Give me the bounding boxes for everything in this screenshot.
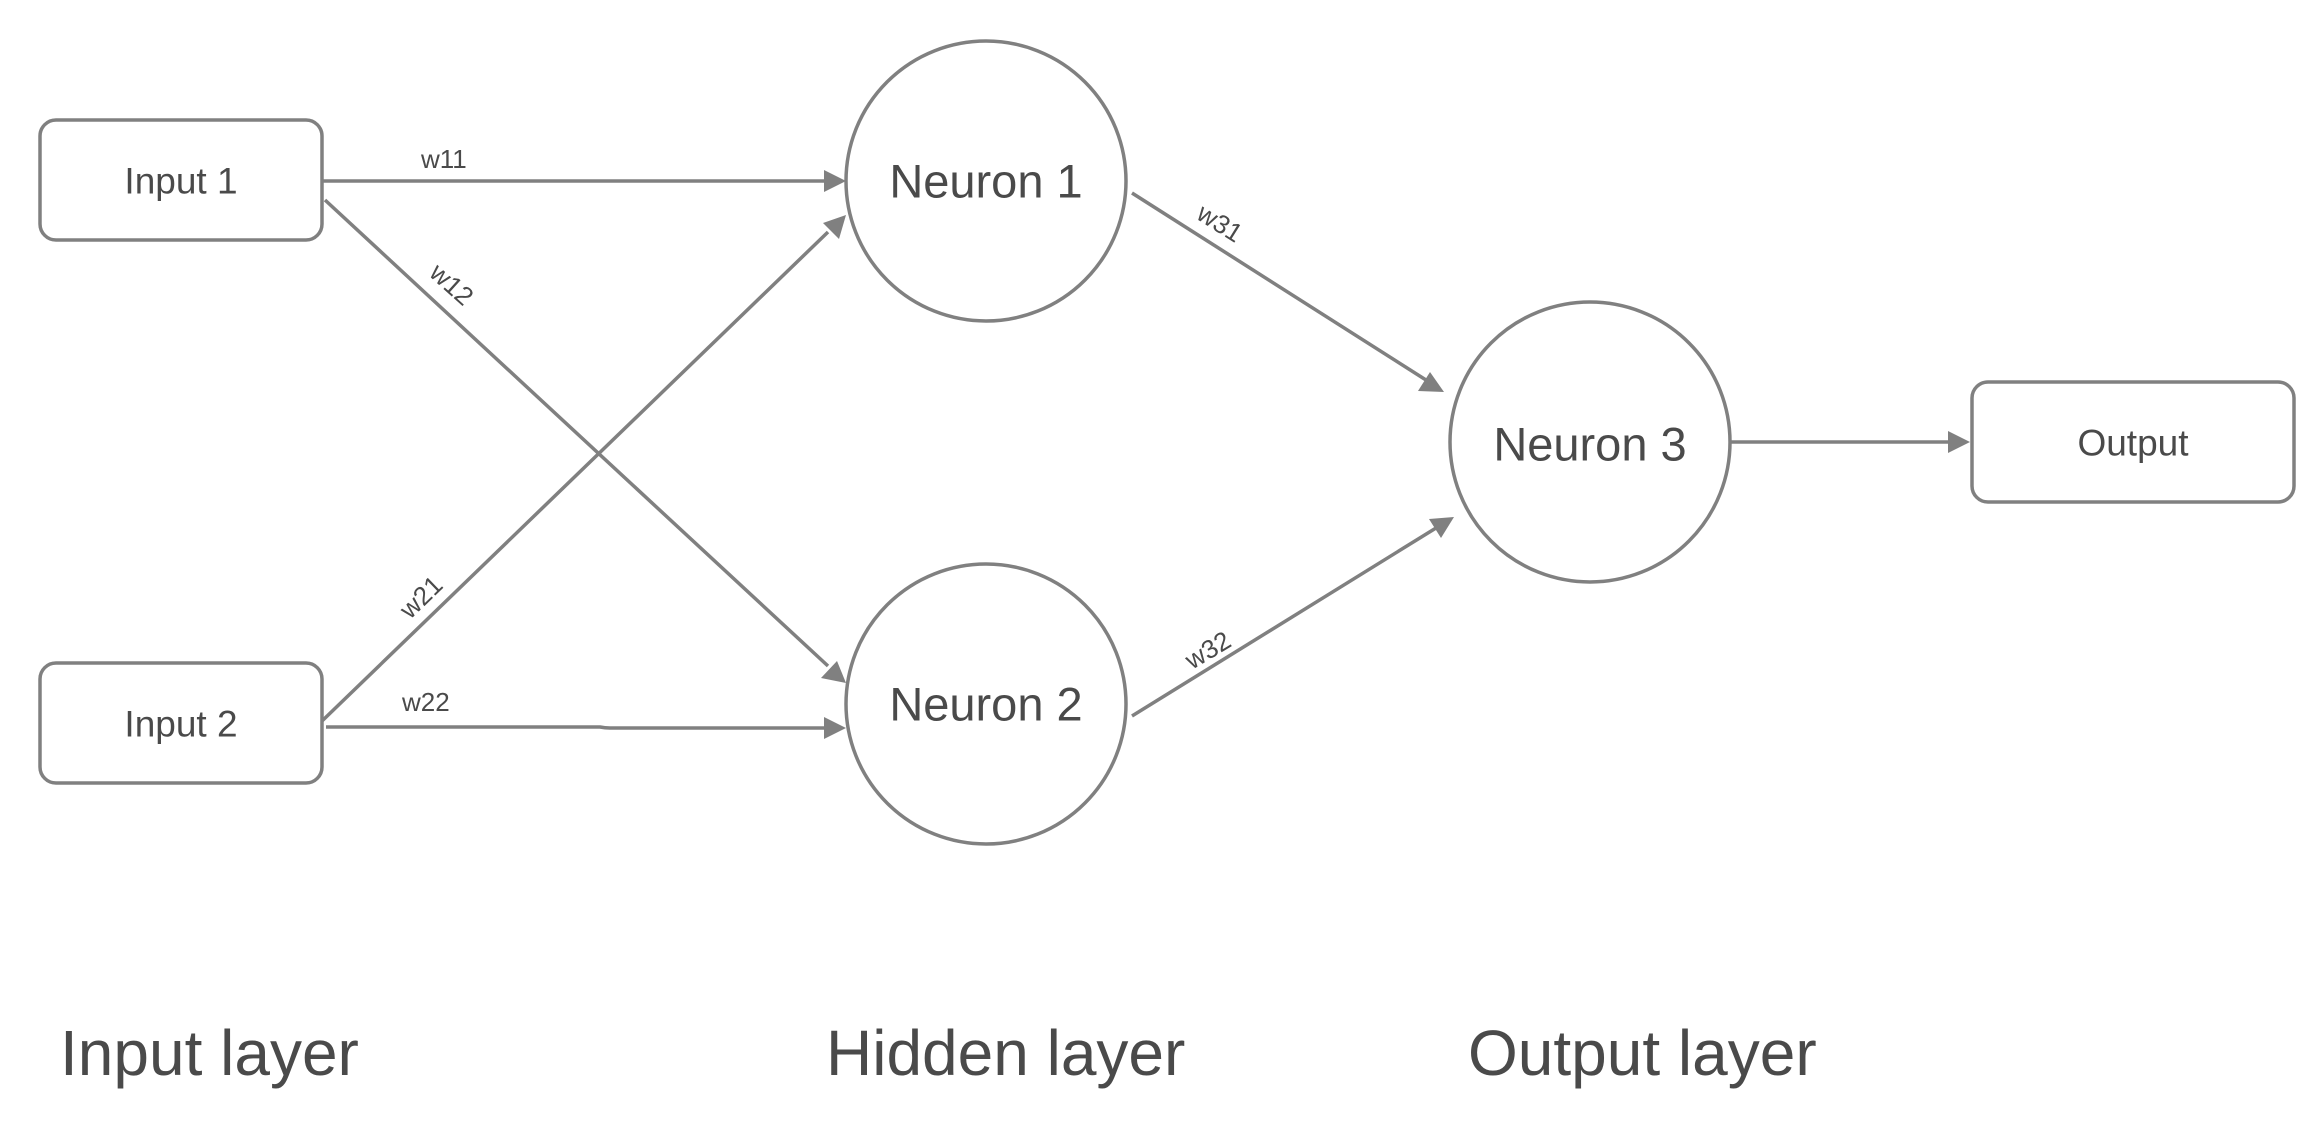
weight-label-w22: w22: [401, 687, 450, 717]
input-node-2: Input 2: [38, 661, 324, 785]
layer-labels: Input layer Hidden layer Output layer: [60, 1017, 1817, 1089]
weight-label-w21: w21: [393, 570, 449, 625]
weight-label-w11: w11: [420, 144, 467, 174]
neuron-2-label: Neuron 2: [889, 678, 1082, 731]
hidden-layer-label: Hidden layer: [826, 1017, 1185, 1089]
arrowhead-icon: [824, 170, 846, 192]
output-box: [1970, 380, 2296, 504]
neuron-2-circle: [844, 562, 1128, 846]
arrowhead-icon: [1418, 372, 1444, 392]
edges: [320, 170, 1970, 739]
weight-label-w31: w31: [1191, 197, 1248, 248]
input-2-box: [38, 661, 324, 785]
arrowhead-icon: [1948, 431, 1970, 453]
output-layer-label: Output layer: [1468, 1017, 1817, 1089]
weight-label-w12: w12: [423, 256, 479, 311]
weight-labels: w11 w12 w21 w22 w31 w32: [393, 144, 1249, 717]
edge-neuron1-neuron3: [1131, 191, 1427, 382]
neuron-1-label: Neuron 1: [889, 155, 1082, 208]
neuron-1: Neuron 1: [844, 39, 1128, 323]
neuron-3-label: Neuron 3: [1493, 418, 1686, 471]
output-node: Output: [1970, 380, 2296, 504]
arrowhead-icon: [1429, 517, 1454, 538]
edge-input2-neuron2: [326, 725, 826, 730]
input-1-label: Input 1: [124, 161, 237, 202]
neuron-3-circle: [1448, 300, 1732, 584]
arrowhead-icon: [821, 661, 846, 683]
neuron-1-circle: [844, 39, 1128, 323]
input-1-box: [38, 118, 324, 242]
arrowhead-icon: [823, 215, 846, 239]
input-2-label: Input 2: [124, 704, 237, 745]
neuron-2: Neuron 2: [844, 562, 1128, 846]
input-layer-label: Input layer: [60, 1017, 359, 1089]
output-label: Output: [2077, 423, 2189, 464]
edge-input1-neuron2: [323, 198, 830, 668]
input-node-1: Input 1: [38, 118, 324, 242]
arrowhead-icon: [824, 717, 846, 739]
edge-input2-neuron1: [320, 230, 830, 723]
neuron-3: Neuron 3: [1448, 300, 1732, 584]
edge-neuron2-neuron3: [1131, 526, 1437, 718]
